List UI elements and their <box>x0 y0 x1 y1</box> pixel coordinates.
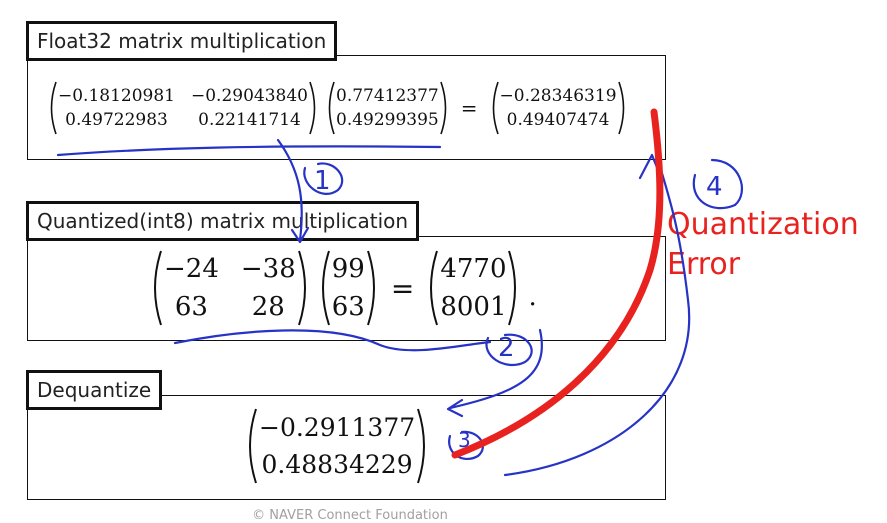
right-paren-icon <box>309 81 316 135</box>
vector-cell: 8001 <box>440 292 507 322</box>
dequant-result-y: −0.2911377 0.48834229 <box>243 406 431 486</box>
error-line-2: Error <box>667 247 741 282</box>
dequant-title: Dequantize <box>26 370 163 410</box>
float32-matrix-a: −0.18120981 −0.29043840 0.49722983 0.221… <box>46 80 320 136</box>
footer-credit: © NAVER Connect Foundation <box>252 508 448 523</box>
left-paren-icon <box>154 250 162 326</box>
step-number: 1 <box>314 166 331 196</box>
vector-cell: −0.2911377 <box>259 413 416 442</box>
matrix-cell: −24 <box>164 254 219 284</box>
matrix-cell: 63 <box>174 292 208 322</box>
int8-title: Quantized(int8) matrix multiplication <box>26 201 420 241</box>
matrix-cell: −0.18120981 <box>58 86 175 106</box>
vector-cell: 0.49407474 <box>506 110 610 130</box>
left-paren-icon <box>50 81 57 135</box>
quantization-error-label: Quantization Error <box>667 205 859 285</box>
vector-cell: 4770 <box>440 254 507 284</box>
left-paren-icon <box>249 408 257 484</box>
vector-cell: 99 <box>331 254 365 284</box>
vector-cell: 0.49299395 <box>336 110 439 130</box>
step-number: 4 <box>706 172 723 202</box>
int8-result-y: 4770 8001 <box>424 248 522 328</box>
vector-cell: 63 <box>331 292 365 322</box>
float32-title: Float32 matrix multiplication <box>26 21 338 61</box>
right-paren-icon <box>617 81 624 135</box>
equals-sign: = <box>460 96 478 120</box>
matrix-cell: 0.22141714 <box>198 110 301 130</box>
right-paren-icon <box>508 250 517 326</box>
vector-cell: 0.77412377 <box>336 86 439 106</box>
error-line-1: Quantization <box>667 207 859 242</box>
int8-matrix-a: −24 −38 63 28 <box>148 248 312 328</box>
left-paren-icon <box>430 250 439 326</box>
float32-result-y: −0.28346319 0.49407474 <box>488 80 629 136</box>
dequant-equation: −0.2911377 0.48834229 <box>243 406 431 486</box>
right-paren-icon <box>439 81 447 135</box>
matrix-cell: −38 <box>240 254 296 284</box>
left-paren-icon <box>321 250 330 326</box>
matrix-cell: −0.29043840 <box>191 86 308 106</box>
right-paren-icon <box>417 408 426 484</box>
matrix-cell: 0.49722983 <box>65 110 168 130</box>
step-number: 2 <box>498 333 515 363</box>
matrix-cell: 28 <box>251 292 285 322</box>
step-number: 3 <box>458 428 471 452</box>
left-paren-icon <box>328 81 335 135</box>
float32-equation: −0.18120981 −0.29043840 0.49722983 0.221… <box>46 80 629 136</box>
float32-vector-x: 0.77412377 0.49299395 <box>324 80 451 136</box>
left-paren-icon <box>492 81 499 135</box>
trailing-period: . <box>528 282 537 312</box>
int8-vector-x: 99 63 <box>316 248 381 328</box>
right-paren-icon <box>297 250 306 326</box>
int8-equation: −24 −38 63 28 99 63 = 4770 8001 . <box>148 248 537 328</box>
vector-cell: −0.28346319 <box>499 86 617 106</box>
right-paren-icon <box>366 250 375 326</box>
equals-sign: = <box>390 271 415 305</box>
vector-cell: 0.48834229 <box>261 450 413 479</box>
